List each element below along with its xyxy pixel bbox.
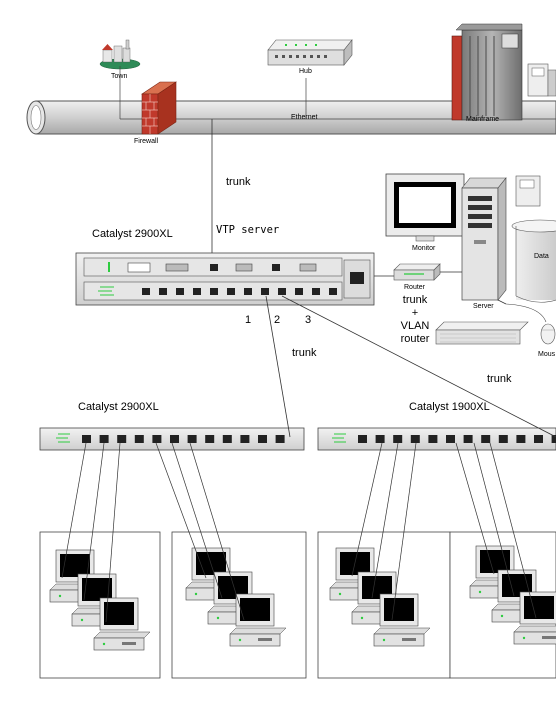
switch-port [159,288,167,295]
catalyst-2900xl-top [75,252,375,306]
workstation-link [371,442,399,599]
workstation-icon [513,591,556,645]
trunk-vlan-router-line-4: router [400,333,430,345]
switch-port [193,288,201,295]
server-label: Server [473,303,494,310]
mainframe-label: Mainframe [466,116,500,123]
switch-port [551,435,556,443]
switch-port [82,435,91,443]
switch-port [210,288,218,295]
switch-port [446,435,455,443]
trunk-vlan-router-label: trunk + VLAN router [396,294,434,346]
switch-port [205,435,215,443]
monitor-icon [385,173,465,242]
trunk-vlan-router-line-1: trunk [402,294,428,306]
firewall-icon [141,81,177,135]
workstation-icon [373,593,431,647]
trunk-link-left [265,295,291,438]
switch-port [481,435,491,443]
port-3-label: 3 [305,314,312,326]
switch-port [312,288,320,295]
town-icon [99,39,141,119]
catalyst-2900xl-bottom [39,427,305,451]
catalyst-2900-bottom-label: Catalyst 2900XL [78,401,159,413]
catalyst-2900-top-label: Catalyst 2900XL [92,228,173,240]
workstation-link [155,442,207,579]
port-1-label: 1 [245,314,252,326]
workstation-link [489,442,537,619]
switch-port [375,435,385,443]
switch-port [117,435,127,443]
ethernet-label: Ethernet [291,114,318,121]
data-label: Data [534,253,549,260]
switch-port [278,288,286,295]
trunk-vlan-router-line-2: + [411,307,419,319]
trunk-right-label: trunk [487,373,512,385]
switch-port [428,435,438,443]
router-icon [393,263,441,281]
mouse-icon [505,303,556,345]
switch-port [170,435,179,443]
switch-port [240,435,250,443]
switch-port [410,435,420,443]
trunk-vlan-router-line-3: VLAN [400,320,430,332]
workstation-link [83,442,105,601]
workstation-link [351,442,383,577]
switch-port [258,435,267,443]
town-label: Town [111,73,128,80]
switch-port [176,288,184,295]
switch-port [275,435,285,443]
switch-port [99,435,109,443]
workstation-link [455,442,495,575]
workstation-icon [207,571,265,625]
server-mouse-link [497,299,507,305]
vtp-server-label: VTP server [216,224,280,236]
switch-port [295,288,303,295]
catalyst-1900-bottom-label: Catalyst 1900XL [409,401,490,413]
firewall-label: Firewall [134,138,159,145]
trunk-top-label: trunk [226,176,251,188]
workstation-link [391,442,417,621]
workstation-link [61,442,87,579]
switch-port [463,435,473,443]
hub-label: Hub [299,68,312,75]
workstation-link [171,442,223,599]
workstation-icon [71,573,129,627]
switch-port [244,288,252,295]
switch-port [134,435,144,443]
workstation-icon [229,593,287,647]
workstation-link [473,442,515,597]
monitor-label: Monitor [412,245,436,252]
router-label: Router [404,284,426,291]
switch-port [393,435,403,443]
switch-port [498,435,508,443]
trunk-mid-label: trunk [292,347,317,359]
workstation-link [105,442,121,623]
switch-port [187,435,197,443]
switch-port [516,435,526,443]
server-icon [461,175,541,301]
port-2-label: 2 [274,314,281,326]
switch-port [534,435,543,443]
data-storage-icon [511,219,556,303]
catalyst-1900xl-bottom [317,427,556,451]
hub-icon [267,39,353,119]
workstation-link [189,442,245,621]
switch-port [222,435,232,443]
mainframe-icon [451,23,556,121]
switch-port [227,288,235,295]
switch-port [261,288,269,295]
mouse-label: Mous [538,351,556,358]
switch-port [329,288,337,295]
keyboard-icon [435,321,529,345]
switch-port [142,288,150,295]
trunk-link-right [281,295,556,438]
switch-port [152,435,162,443]
switch-port [358,435,367,443]
